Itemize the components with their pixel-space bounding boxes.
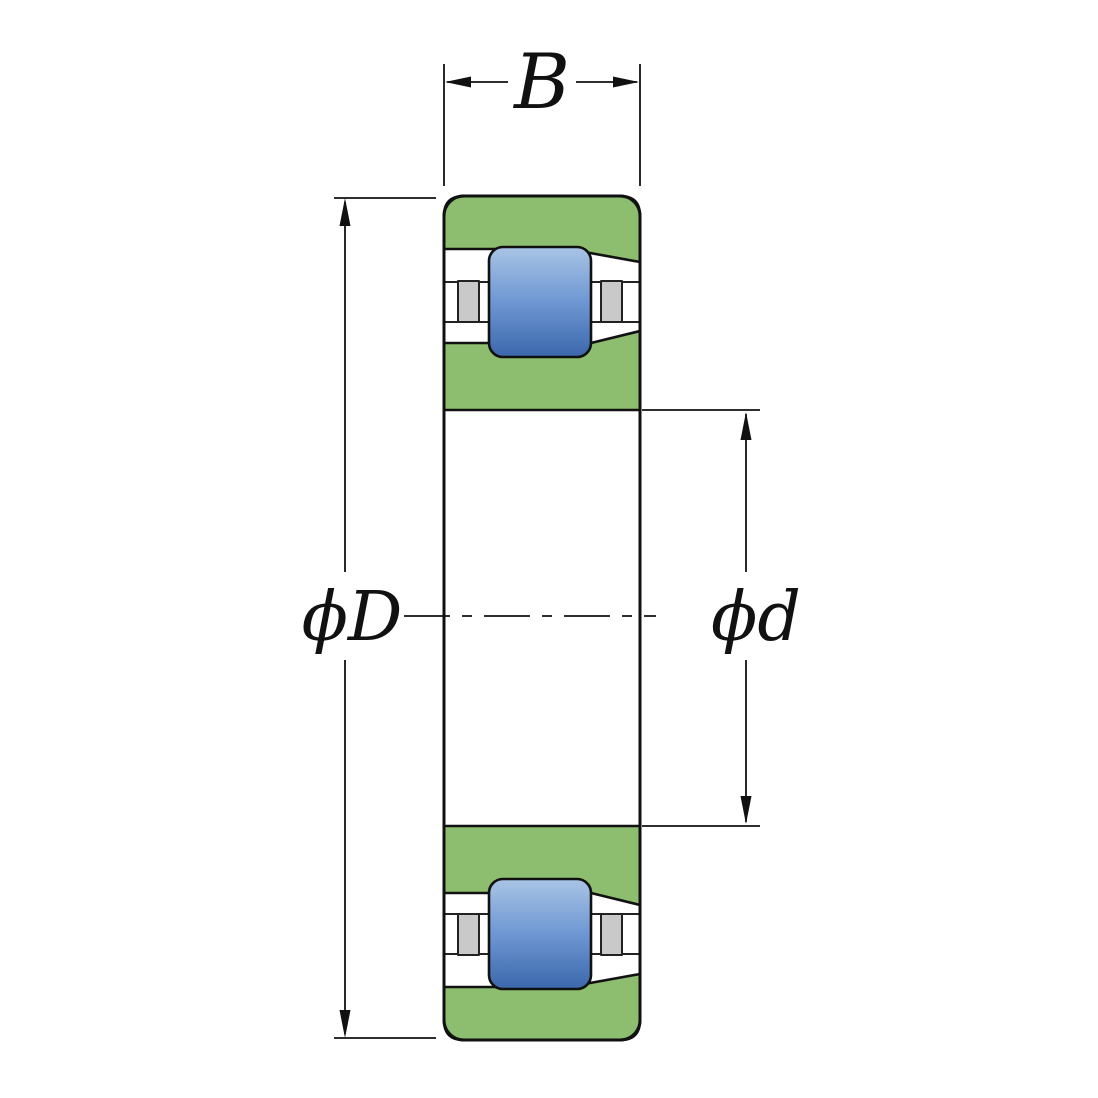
cage-bar bbox=[600, 913, 623, 956]
roller-bottom bbox=[487, 877, 593, 991]
dimension-inner-diameter: ϕd bbox=[642, 409, 801, 827]
bearing-body bbox=[442, 194, 642, 1042]
dimension-label-outer-diameter: ϕD bbox=[302, 578, 403, 657]
roller-top bbox=[487, 245, 593, 359]
arrowhead-left-icon bbox=[445, 76, 471, 88]
arrowhead-right-icon bbox=[613, 76, 639, 88]
cage-bar bbox=[600, 280, 623, 323]
dimension-width-B: B bbox=[443, 37, 641, 186]
cage-bar bbox=[457, 280, 480, 323]
dimension-outer-diameter: ϕD bbox=[302, 197, 436, 1039]
arrowhead-up-icon bbox=[339, 198, 351, 226]
arrowhead-up-icon bbox=[740, 412, 752, 440]
cage-bar bbox=[457, 913, 480, 956]
bearing-outline-stroke bbox=[442, 194, 642, 1042]
arrowhead-down-icon bbox=[740, 796, 752, 824]
arrowhead-down-icon bbox=[339, 1010, 351, 1038]
dimension-label-inner-diameter: ϕd bbox=[711, 578, 801, 657]
dimension-label-B: B bbox=[512, 37, 570, 126]
